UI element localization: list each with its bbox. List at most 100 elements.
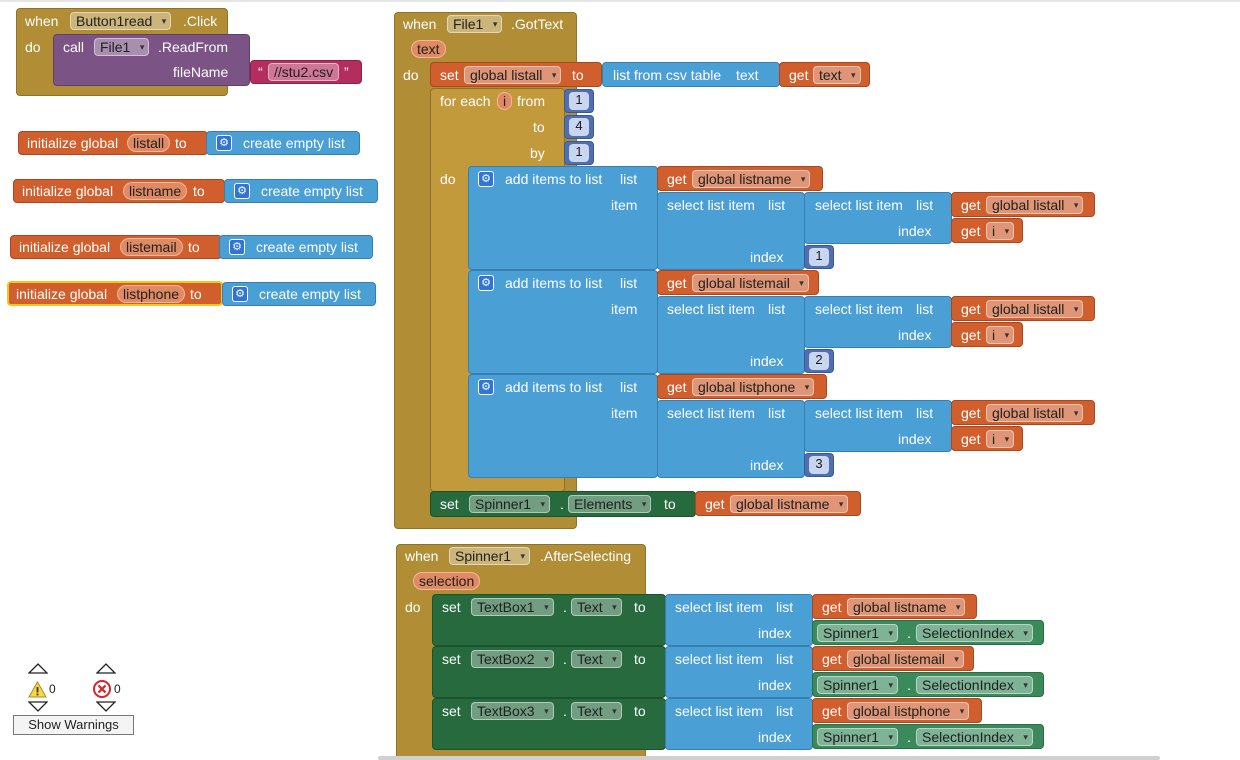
get-block[interactable] xyxy=(657,166,823,191)
item-socket-label: item xyxy=(611,197,638,213)
component-dropdown[interactable]: File1▾ xyxy=(447,15,503,33)
to-keyword: to xyxy=(634,703,646,719)
property-dropdown[interactable]: Text▾ xyxy=(571,650,622,668)
variable-dropdown[interactable]: global listname▾ xyxy=(730,495,849,513)
gear-icon[interactable]: ⚙ xyxy=(478,379,494,395)
gear-icon[interactable]: ⚙ xyxy=(234,183,250,199)
gear-icon[interactable]: ⚙ xyxy=(478,171,494,187)
variable-dropdown[interactable]: global listphone▾ xyxy=(847,702,970,720)
list-from-csv-block[interactable] xyxy=(602,62,780,87)
get-block[interactable] xyxy=(779,62,870,87)
variable-dropdown[interactable]: global listemail▾ xyxy=(692,274,809,292)
select-list-item-block[interactable] xyxy=(665,698,813,750)
component-dropdown[interactable]: Spinner1▾ xyxy=(469,495,551,513)
call-readfrom-block[interactable] xyxy=(53,34,250,86)
get-block[interactable] xyxy=(812,594,977,619)
show-warnings-button[interactable]: Show Warnings xyxy=(13,715,134,735)
get-block[interactable] xyxy=(951,192,1095,217)
variable-dropdown[interactable]: i▾ xyxy=(986,222,1015,240)
variable-dropdown[interactable]: global listphone▾ xyxy=(692,378,815,396)
init-global-body[interactable] xyxy=(13,179,225,203)
component-name: Spinner1 xyxy=(455,548,512,564)
variable-dropdown[interactable]: i▾ xyxy=(986,430,1015,448)
error-prev-arrow-icon[interactable] xyxy=(96,663,116,674)
index-value[interactable]: 1 xyxy=(809,248,829,266)
spinner-selectionindex-getter[interactable] xyxy=(812,620,1044,645)
select-list-item-inner[interactable] xyxy=(804,192,952,244)
property-dropdown[interactable]: SelectionIndex▾ xyxy=(916,676,1033,694)
error-next-arrow-icon[interactable] xyxy=(96,701,116,712)
index-value[interactable]: 3 xyxy=(809,456,829,474)
get-block[interactable] xyxy=(695,491,861,516)
select-list-item-inner[interactable] xyxy=(804,296,952,348)
select-list-item-outer[interactable] xyxy=(657,400,805,478)
component-dropdown[interactable]: Spinner1▾ xyxy=(817,624,899,642)
variable-dropdown[interactable]: global listemail▾ xyxy=(847,650,964,668)
index-value[interactable]: 2 xyxy=(809,352,829,370)
set-keyword: set xyxy=(442,651,461,667)
property-dropdown[interactable]: SelectionIndex▾ xyxy=(916,624,1033,642)
global-name-field[interactable]: listall xyxy=(127,134,171,152)
filename-value[interactable]: //stu2.csv xyxy=(268,63,340,81)
variable-dropdown[interactable]: global listall▾ xyxy=(986,196,1084,214)
variable-dropdown[interactable]: global listall▾ xyxy=(464,66,562,84)
variable-dropdown[interactable]: i▾ xyxy=(986,326,1015,344)
global-name-field[interactable]: listemail xyxy=(120,238,183,256)
loop-variable[interactable]: i xyxy=(497,92,513,110)
set-global-block[interactable] xyxy=(430,62,602,87)
list-socket-label: list xyxy=(916,197,934,213)
get-block[interactable] xyxy=(812,698,982,723)
add-items-block[interactable] xyxy=(468,270,658,374)
property-dropdown[interactable]: Text▾ xyxy=(571,598,622,616)
horizontal-scrollbar[interactable] xyxy=(378,756,1160,760)
global-name-field[interactable]: listphone xyxy=(117,285,186,303)
select-list-item-label: select list item xyxy=(667,405,755,421)
by-value[interactable]: 1 xyxy=(569,144,589,162)
component-dropdown[interactable]: Spinner1▾ xyxy=(817,728,899,746)
variable-dropdown[interactable]: global listname▾ xyxy=(847,598,966,616)
get-block[interactable] xyxy=(812,646,974,671)
get-block[interactable] xyxy=(657,374,827,399)
spinner-selectionindex-getter[interactable] xyxy=(812,672,1044,697)
gear-icon[interactable]: ⚙ xyxy=(229,239,245,255)
select-list-item-outer[interactable] xyxy=(657,192,805,270)
variable-dropdown[interactable]: global listname▾ xyxy=(692,170,811,188)
variable-dropdown[interactable]: text▾ xyxy=(813,66,861,84)
component-dropdown[interactable]: TextBox2▾ xyxy=(471,650,554,668)
variable-dropdown[interactable]: global listall▾ xyxy=(986,300,1084,318)
select-list-item-block[interactable] xyxy=(665,594,813,646)
init-global-body[interactable] xyxy=(18,131,208,155)
component-dropdown[interactable]: Spinner1▾ xyxy=(449,547,531,565)
select-list-item-outer[interactable] xyxy=(657,296,805,374)
get-block[interactable] xyxy=(657,270,819,295)
set-textbox-block[interactable] xyxy=(432,698,666,750)
property-dropdown[interactable]: Elements▾ xyxy=(568,495,652,513)
gear-icon[interactable]: ⚙ xyxy=(216,135,232,151)
add-items-block[interactable] xyxy=(468,166,658,270)
init-global-body[interactable] xyxy=(10,235,222,259)
spinner-selectionindex-getter[interactable] xyxy=(812,724,1044,749)
component-dropdown[interactable]: File1▾ xyxy=(94,38,150,56)
gear-icon[interactable]: ⚙ xyxy=(232,286,248,302)
event-param-text[interactable]: text xyxy=(411,40,446,58)
get-block[interactable] xyxy=(951,296,1095,321)
variable-dropdown[interactable]: global listall▾ xyxy=(986,404,1084,422)
from-value[interactable]: 1 xyxy=(569,92,589,110)
warning-prev-arrow-icon[interactable] xyxy=(28,663,48,674)
component-dropdown[interactable]: Button1read▾ xyxy=(70,12,172,30)
component-dropdown[interactable]: TextBox1▾ xyxy=(471,598,554,616)
to-keyword: to xyxy=(533,119,545,135)
gear-icon[interactable]: ⚙ xyxy=(478,275,494,291)
component-dropdown[interactable]: Spinner1▾ xyxy=(817,676,899,694)
add-items-block[interactable] xyxy=(468,374,658,478)
property-dropdown[interactable]: Text▾ xyxy=(571,702,622,720)
get-block[interactable] xyxy=(951,400,1095,425)
set-textbox-block[interactable] xyxy=(432,646,666,698)
event-param-selection[interactable]: selection xyxy=(413,572,481,590)
property-dropdown[interactable]: SelectionIndex▾ xyxy=(916,728,1033,746)
global-name-field[interactable]: listname xyxy=(123,182,188,200)
warning-next-arrow-icon[interactable] xyxy=(28,701,48,712)
to-value[interactable]: 4 xyxy=(569,118,589,136)
select-list-item-block[interactable] xyxy=(665,646,813,698)
component-dropdown[interactable]: TextBox3▾ xyxy=(471,702,554,720)
